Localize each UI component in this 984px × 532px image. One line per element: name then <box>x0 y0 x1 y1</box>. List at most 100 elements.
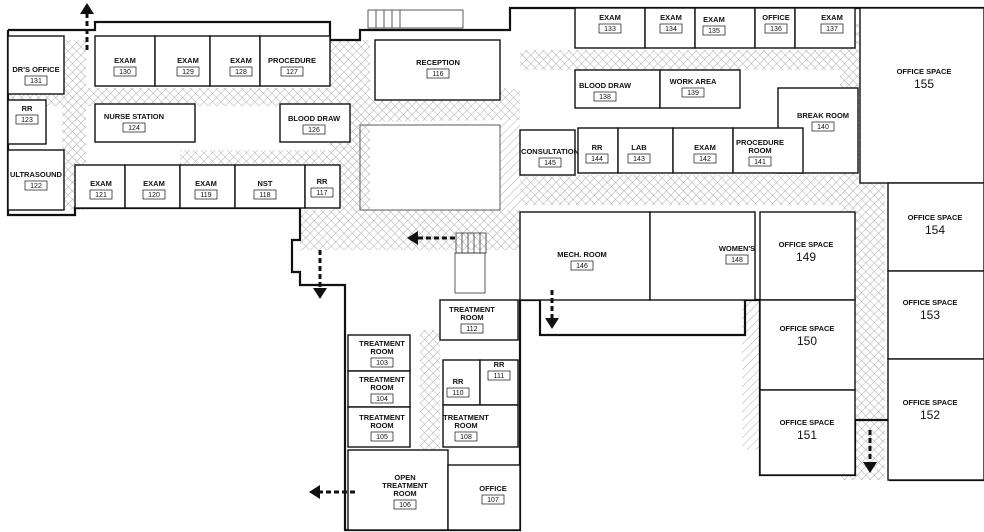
room-name: EXAM <box>694 143 716 152</box>
room-name: WOMEN'S <box>719 244 755 253</box>
room-number: 123 <box>21 117 33 124</box>
office-space-number: 155 <box>914 77 934 91</box>
room-name: EXAM <box>90 179 112 188</box>
room-number-box <box>570 260 594 271</box>
room-number: 140 <box>817 124 829 131</box>
room-name: EXAM <box>660 13 682 22</box>
room-number-box <box>487 370 511 381</box>
room-name: NST <box>258 179 273 188</box>
room-number: 142 <box>699 156 711 163</box>
room-number-box <box>538 157 562 168</box>
room-number: 112 <box>466 326 477 333</box>
room-number: 146 <box>576 263 588 270</box>
room-name: TREATMENT <box>359 375 405 384</box>
exit-arrow-south-3 <box>863 430 877 473</box>
office-space-number: 154 <box>925 223 945 237</box>
room-labels: DR'S OFFICE131RR123ULTRASOUND122EXAM130E… <box>10 13 963 510</box>
room-number: 145 <box>544 160 556 167</box>
room-number-box <box>24 180 48 191</box>
room-name: TREATMENT <box>359 413 405 422</box>
room-130: EXAM 130 <box>113 56 137 77</box>
office-space-number: 151 <box>797 428 817 442</box>
exit-arrow-west-bottom <box>309 485 355 499</box>
room-number: 137 <box>826 26 838 33</box>
room-number: 124 <box>128 125 140 132</box>
room-name: CONSULTATION <box>521 147 579 156</box>
room-name: RR <box>494 360 505 369</box>
office-space-number: 152 <box>920 408 940 422</box>
exit-arrow-south-2 <box>545 290 559 329</box>
room-number-box <box>598 23 622 34</box>
room-name: BLOOD DRAW <box>579 81 632 90</box>
room-number: 148 <box>731 257 743 264</box>
room-number: 127 <box>286 69 298 76</box>
room-number: 119 <box>200 192 211 199</box>
room-name: BREAK ROOM <box>797 111 849 120</box>
room-name: TREATMENT <box>359 339 405 348</box>
room-number: 130 <box>119 69 131 76</box>
room-name: EXAM <box>114 56 136 65</box>
room-name: ROOM <box>370 421 393 430</box>
room-number: 139 <box>687 90 699 97</box>
room-number-box <box>229 66 253 77</box>
room-145: CONSULTATION 145 <box>521 147 579 168</box>
room-number: 128 <box>235 69 247 76</box>
exit-arrow-south-1 <box>313 250 327 299</box>
room-outlines <box>7 7 984 531</box>
office-space-name: OFFICE SPACE <box>897 67 952 76</box>
room-name: RR <box>592 143 603 152</box>
room-name: ROOM <box>748 146 771 155</box>
office-space-number: 149 <box>796 250 816 264</box>
room-name: RECEPTION <box>416 58 460 67</box>
room-number-box <box>702 25 726 36</box>
room-number-box <box>454 431 478 442</box>
room-number: 118 <box>259 192 270 199</box>
room-number-box <box>89 189 113 200</box>
room-name: OFFICE <box>479 484 507 493</box>
room-name: OPEN <box>394 473 415 482</box>
room-number-box <box>446 387 470 398</box>
room-name: RR <box>317 177 328 186</box>
room-number-box <box>725 254 749 265</box>
room-number-box <box>811 121 835 132</box>
room-number-box <box>693 153 717 164</box>
room-name: EXAM <box>703 15 725 24</box>
office-space-number: 153 <box>920 308 940 322</box>
room-name: ROOM <box>370 347 393 356</box>
room-name: LAB <box>631 143 647 152</box>
office-space-name: OFFICE SPACE <box>780 324 835 333</box>
stairs <box>367 9 487 254</box>
room-name: BLOOD DRAW <box>288 114 341 123</box>
room-name: ROOM <box>393 489 416 498</box>
room-number: 108 <box>460 434 472 441</box>
room-number: 136 <box>770 26 782 33</box>
office-space-number: 150 <box>797 334 817 348</box>
room-135: EXAM 135 <box>702 15 726 36</box>
room-number: 135 <box>708 28 720 35</box>
office-space-name: OFFICE SPACE <box>908 213 963 222</box>
room-number-box <box>393 499 417 510</box>
room-number: 110 <box>452 390 463 397</box>
